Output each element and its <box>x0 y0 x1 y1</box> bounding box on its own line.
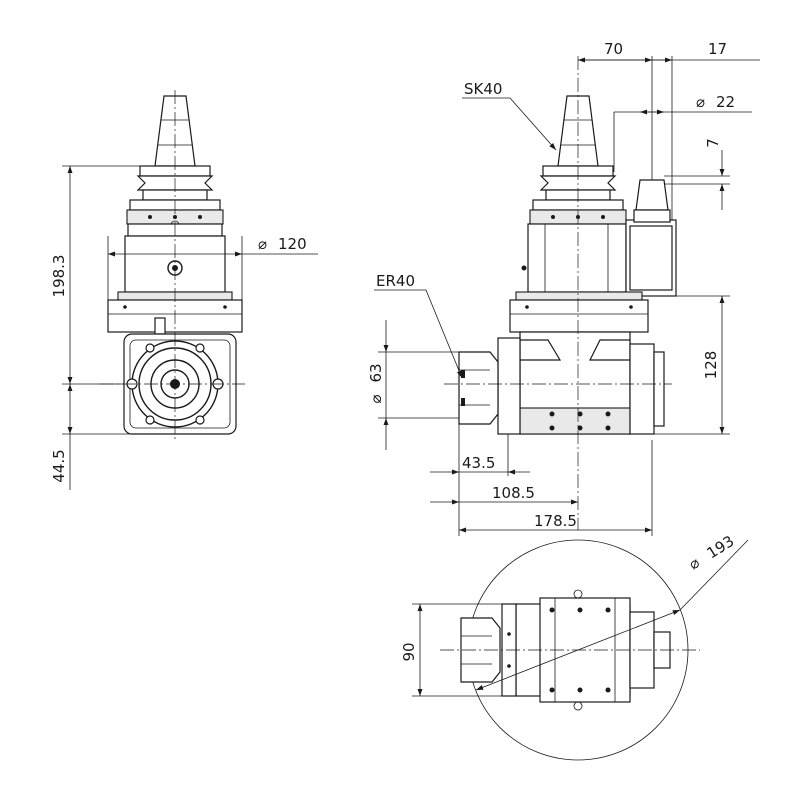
dim-178-5: 178.5 <box>534 512 577 530</box>
top-view <box>412 539 749 761</box>
side-view <box>374 56 760 536</box>
dim-diameter-193: 193 <box>704 532 738 562</box>
dim-diameter-120: 120 <box>278 235 307 253</box>
label-sk40: SK40 <box>464 80 502 98</box>
dim-diameter-22: 22 <box>716 93 735 111</box>
dim-44-5: 44.5 <box>50 449 68 482</box>
dim-diameter-193-symbol: ⌀ <box>686 553 703 573</box>
dim-90: 90 <box>400 642 418 661</box>
dim-diameter-63-symbol: ⌀ <box>367 394 385 403</box>
front-view <box>62 90 318 490</box>
dim-108-5: 108.5 <box>492 484 535 502</box>
label-er40: ER40 <box>376 272 415 290</box>
dim-198-3: 198.3 <box>50 255 68 298</box>
dim-128: 128 <box>702 351 720 380</box>
dim-70: 70 <box>604 40 623 58</box>
dim-17: 17 <box>708 40 727 58</box>
dim-diameter-63: 63 <box>367 363 385 382</box>
dim-diameter-120-symbol: ⌀ <box>258 235 267 253</box>
dim-7: 7 <box>704 138 722 148</box>
dim-diameter-22-symbol: ⌀ <box>696 93 705 111</box>
dim-43-5: 43.5 <box>462 454 495 472</box>
